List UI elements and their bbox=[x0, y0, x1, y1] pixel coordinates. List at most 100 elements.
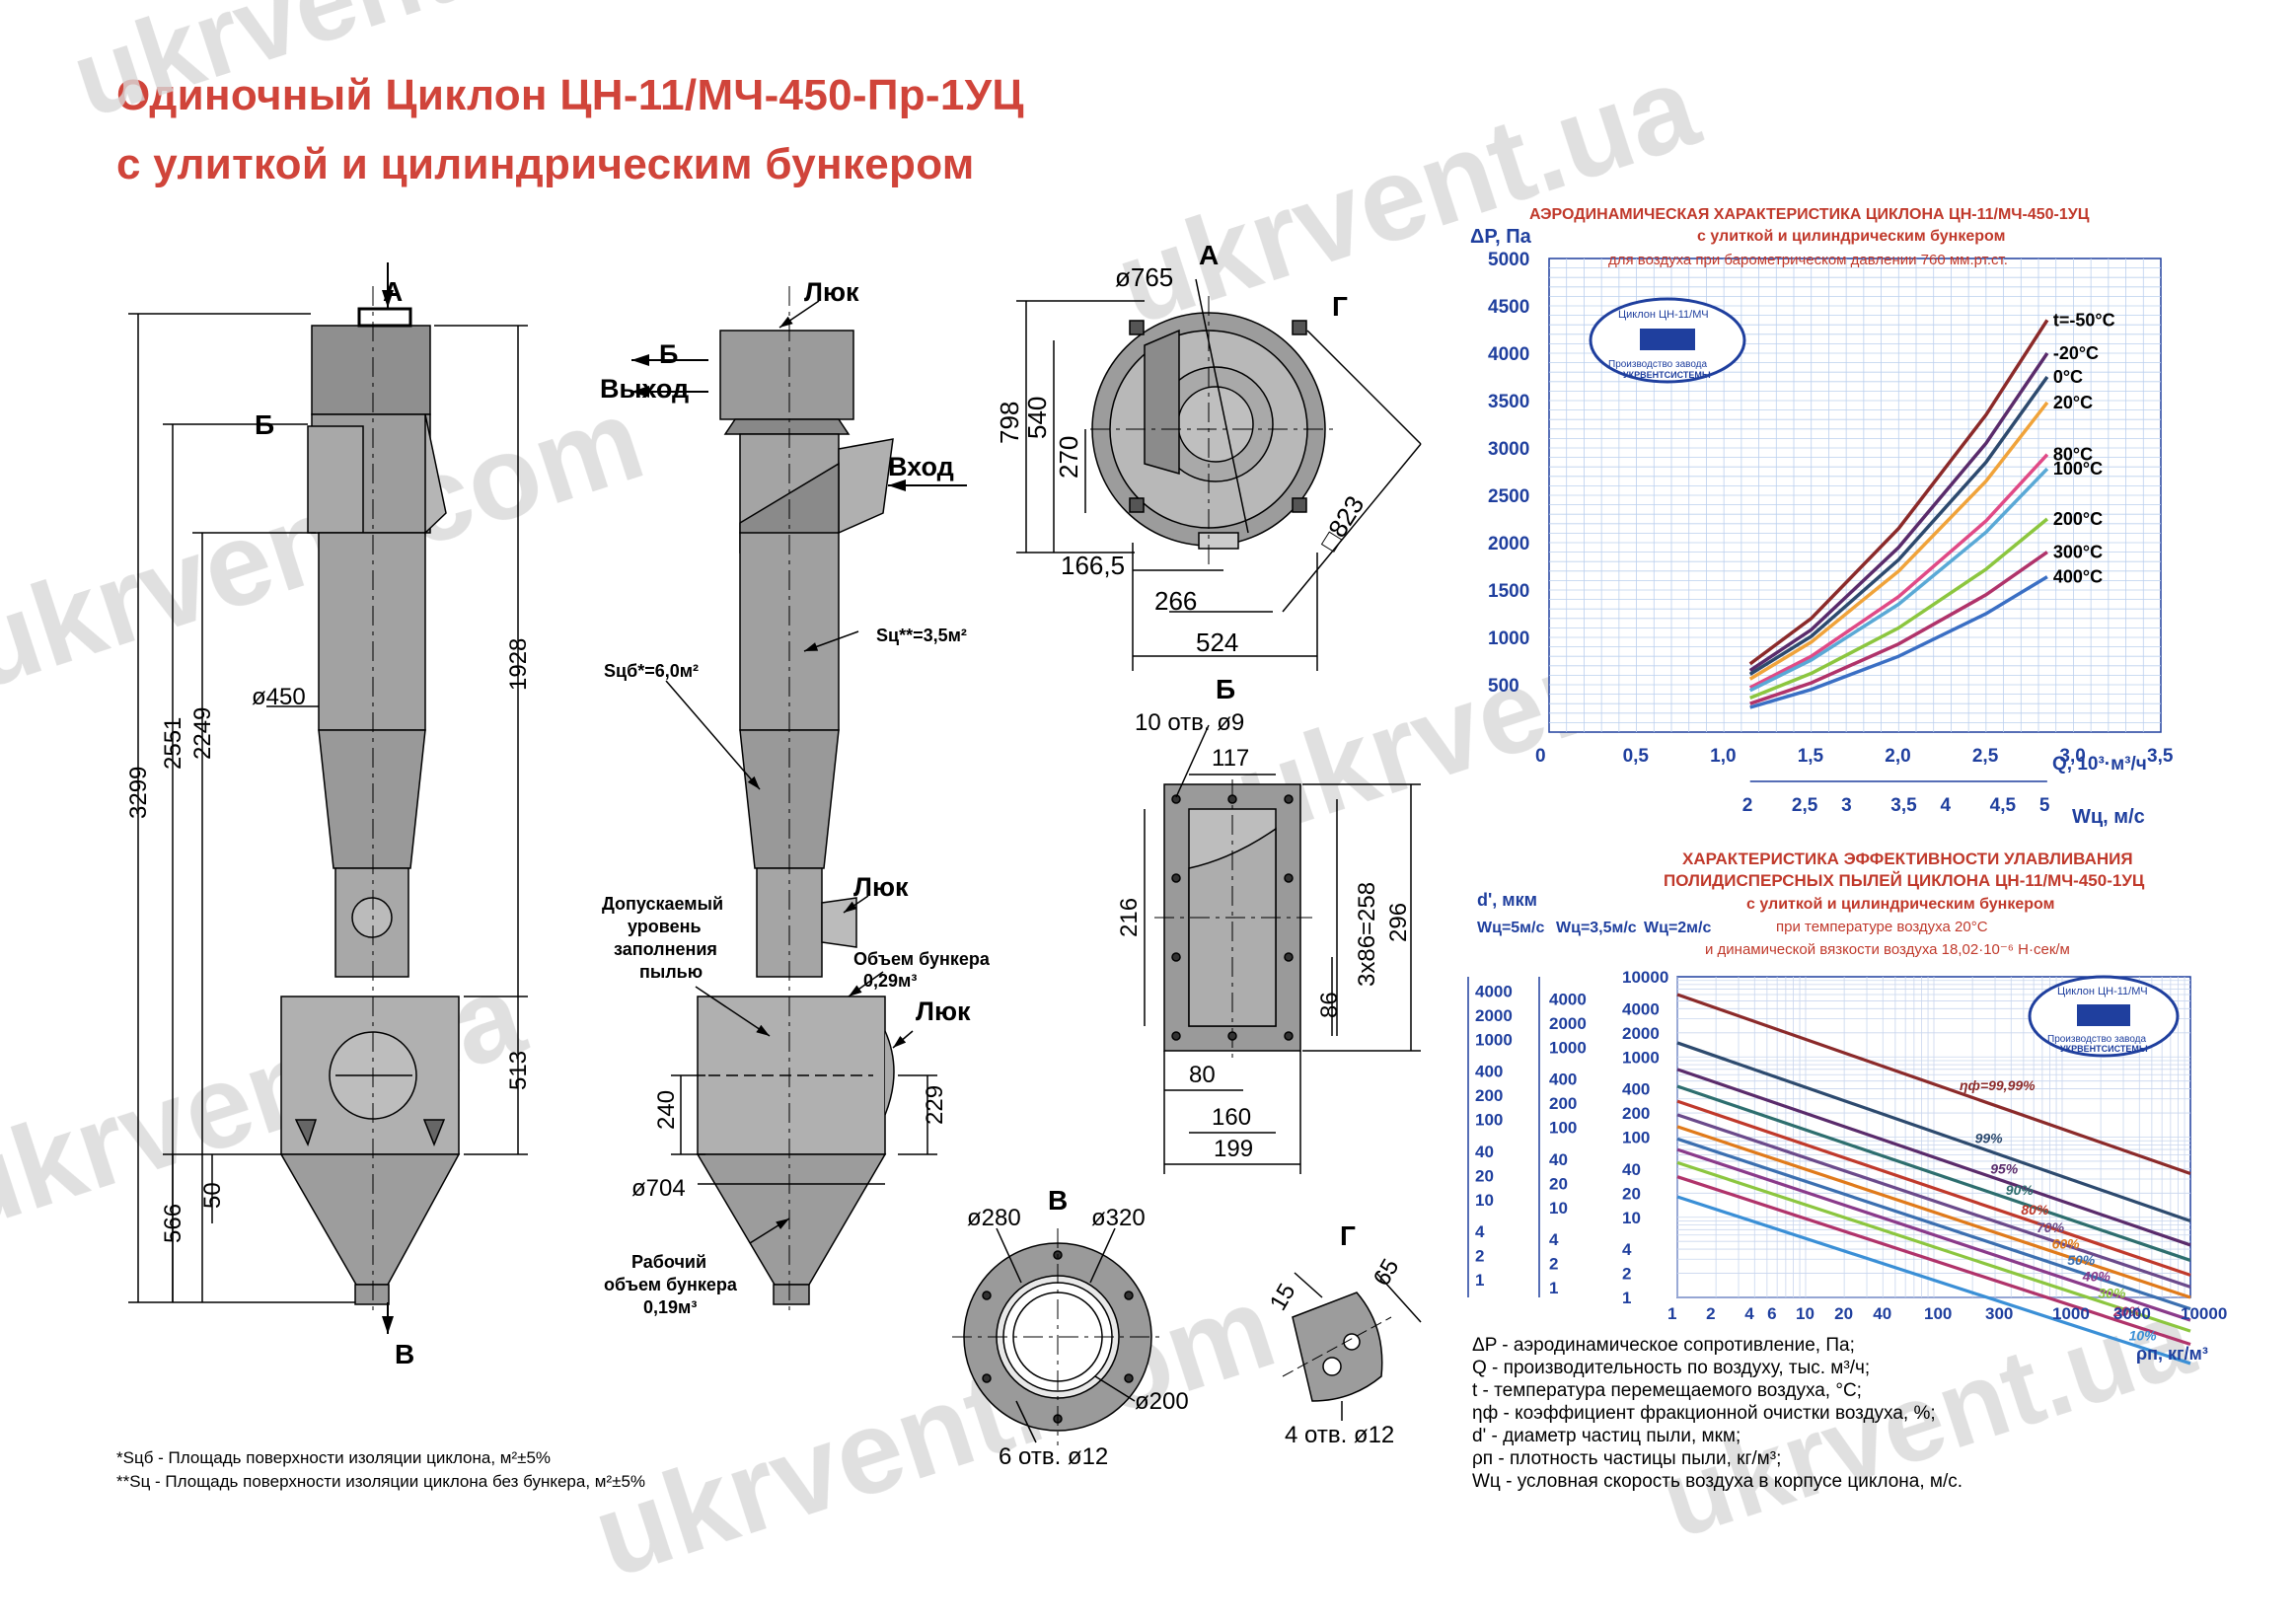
chart-aero-series-line bbox=[1749, 575, 2048, 709]
chart-eff-series-label: 20% bbox=[2112, 1303, 2142, 1319]
chart-eff-ytick-w5: 200 bbox=[1475, 1086, 1503, 1105]
dim-320: ø320 bbox=[1091, 1205, 1146, 1231]
chart-eff-ytick-w5: 2000 bbox=[1475, 1006, 1513, 1025]
chart-aero-xtick: 3,5 bbox=[2147, 746, 2174, 767]
chart-aero-series-line bbox=[1748, 375, 2049, 676]
chart-eff-ytick-w5: 2 bbox=[1475, 1247, 1484, 1266]
chart-eff-series-line bbox=[1676, 1195, 2191, 1366]
chart-eff-series-line bbox=[1676, 1175, 2191, 1347]
chart-eff-ytick-w35: 4000 bbox=[1549, 990, 1587, 1008]
chart-aero-xtick: 0,5 bbox=[1623, 746, 1650, 767]
dim-280: ø280 bbox=[967, 1205, 1021, 1231]
view-v bbox=[952, 1227, 1164, 1445]
chart-aero-ytick: 5000 bbox=[1488, 250, 1529, 270]
chart-eff-xtick: 2 bbox=[1706, 1304, 1715, 1323]
side-allowed-3: заполнения bbox=[614, 939, 717, 959]
dim-15: 15 bbox=[1265, 1279, 1301, 1315]
legend-line: ηф - коэффициент фракционной очистки воз… bbox=[1472, 1403, 1936, 1424]
chart-eff-xtick: 6 bbox=[1767, 1304, 1776, 1323]
view-b-holes: 10 отв. ø9 bbox=[1135, 709, 1244, 736]
chart-eff-ytick: 400 bbox=[1622, 1080, 1650, 1099]
view-v-holes: 6 отв. ø12 bbox=[999, 1443, 1108, 1470]
dim-2249: 2249 bbox=[189, 707, 216, 760]
chart-aero-xtick: 2,0 bbox=[1885, 746, 1910, 767]
chart-eff-xtick: 4 bbox=[1744, 1304, 1754, 1323]
chart-eff-ytick-w35: 200 bbox=[1549, 1094, 1577, 1113]
dim-216: 216 bbox=[1116, 898, 1143, 937]
chart-eff-ytick: 100 bbox=[1622, 1129, 1650, 1147]
chart-aero-series-label: 0°C bbox=[2053, 367, 2083, 387]
dim-540: 540 bbox=[1022, 397, 1052, 439]
logo-eff-brand: УКРВЕНТСИСТЕМЫ bbox=[2060, 1044, 2148, 1054]
front-label-a: А bbox=[383, 276, 403, 307]
chart-eff-ytick: 10000 bbox=[1622, 968, 1668, 987]
chart-eff-series-label: ηф=99,99% bbox=[1960, 1077, 2036, 1093]
view-a bbox=[1016, 278, 1422, 671]
page-title-line1: Одиночный Циклон ЦН-11/МЧ-450-Пр-1УЦ bbox=[116, 71, 1024, 119]
chart-aero-x2tick: 3,5 bbox=[1890, 795, 1917, 816]
dim-704: ø704 bbox=[631, 1175, 686, 1202]
chart-eff-xtick: 20 bbox=[1834, 1304, 1853, 1323]
watermark-text: ukrvent.com bbox=[58, 0, 709, 141]
dim-270: 270 bbox=[1054, 436, 1083, 479]
chart-eff-ytick: 1 bbox=[1622, 1289, 1631, 1307]
chart-eff-xtick: 10 bbox=[1796, 1304, 1815, 1323]
chart-eff-ytick: 20 bbox=[1622, 1184, 1641, 1203]
logo-eff-text: Циклон ЦН-11/МЧ bbox=[2057, 986, 2148, 997]
view-v-label: В bbox=[1048, 1185, 1068, 1216]
chart-eff-series-label: 95% bbox=[1990, 1160, 2019, 1176]
logo-eff-text: Производство завода bbox=[2047, 1034, 2147, 1045]
chart-aero-series-line bbox=[1749, 517, 2049, 701]
chart-aero-series-line bbox=[1748, 352, 2049, 673]
view-b bbox=[1144, 724, 1421, 1174]
chart-eff-ytick-w5: 20 bbox=[1475, 1166, 1494, 1185]
view-b-label: Б bbox=[1216, 674, 1235, 704]
chart-aero-x2tick: 2,5 bbox=[1792, 795, 1818, 816]
chart-eff-ytick-w5: 400 bbox=[1475, 1063, 1503, 1081]
side-work-vol2: объем бункера bbox=[604, 1275, 738, 1294]
chart-eff-ytick: 10 bbox=[1622, 1209, 1641, 1227]
chart-aero-xtick: 1,5 bbox=[1798, 746, 1824, 767]
chart-aero-x2tick: 5 bbox=[2039, 795, 2050, 816]
chart-aero-xtick: 2,5 bbox=[1972, 746, 1999, 767]
chart-eff-ytick: 40 bbox=[1622, 1160, 1641, 1179]
dim-240: 240 bbox=[653, 1090, 680, 1130]
chart-eff-series-line bbox=[1676, 1068, 2191, 1247]
dim-566: 566 bbox=[160, 1204, 186, 1243]
chart-eff-xtick: 10000 bbox=[2181, 1304, 2227, 1323]
chart-eff-xtick: 40 bbox=[1873, 1304, 1891, 1323]
logo-aero-text: Производство завода bbox=[1608, 359, 1708, 370]
chart-eff-xlabel: ρп, кг/м³ bbox=[2136, 1344, 2208, 1364]
chart-aero-ylabel: ΔP, Па bbox=[1470, 226, 1532, 248]
chart-eff-ytick: 2 bbox=[1622, 1265, 1631, 1284]
chart-aero-xlabel: Q, 10³·м³/ч bbox=[2052, 754, 2147, 775]
chart-aero-xtick: 3,0 bbox=[2059, 746, 2085, 767]
front-view bbox=[128, 262, 528, 1334]
logo-aero-brand: УКРВЕНТСИСТЕМЫ bbox=[1623, 370, 1711, 380]
chart-aero-series-label: t=-50°C bbox=[2053, 310, 2115, 330]
side-area1: Sцб*=6,0м² bbox=[604, 661, 699, 681]
chart-eff-series-line bbox=[1676, 1137, 2191, 1311]
chart-eff-subtitle4: и динамической вязкости воздуха 18,02·10… bbox=[1705, 941, 2070, 958]
view-g-holes: 4 отв. ø12 bbox=[1285, 1422, 1394, 1448]
dim-117: 117 bbox=[1212, 745, 1249, 772]
side-allowed-4: пылью bbox=[639, 962, 703, 982]
chart-eff-ytick-w35: 100 bbox=[1549, 1119, 1577, 1138]
chart-aero-series-label: 20°C bbox=[2053, 393, 2093, 412]
chart-eff-ytick: 4000 bbox=[1622, 999, 1660, 1018]
chart-eff-series-line bbox=[1676, 1099, 2191, 1277]
chart-eff-ytick-w5: 1000 bbox=[1475, 1030, 1513, 1049]
chart-eff-title: ХАРАКТЕРИСТИКА ЭФФЕКТИВНОСТИ УЛАВЛИВАНИЯ bbox=[1682, 849, 2133, 868]
chart-eff-ytick-w5: 1 bbox=[1475, 1271, 1484, 1290]
dim-50: 50 bbox=[199, 1182, 226, 1209]
side-work-vol1: Рабочий bbox=[631, 1252, 706, 1272]
chart-eff-ytick-w5: 10 bbox=[1475, 1191, 1494, 1210]
view-a-g: Г bbox=[1332, 291, 1348, 322]
chart-eff-series-line bbox=[1676, 1113, 2191, 1289]
chart-eff-xtick: 300 bbox=[1985, 1304, 2013, 1323]
chart-aero-series-label: 100°C bbox=[2053, 459, 2103, 479]
dim-80: 80 bbox=[1189, 1062, 1216, 1088]
chart-eff-series-label: 70% bbox=[2037, 1219, 2065, 1235]
footnote-2: **Sц - Площадь поверхности изоляции цикл… bbox=[116, 1472, 646, 1491]
